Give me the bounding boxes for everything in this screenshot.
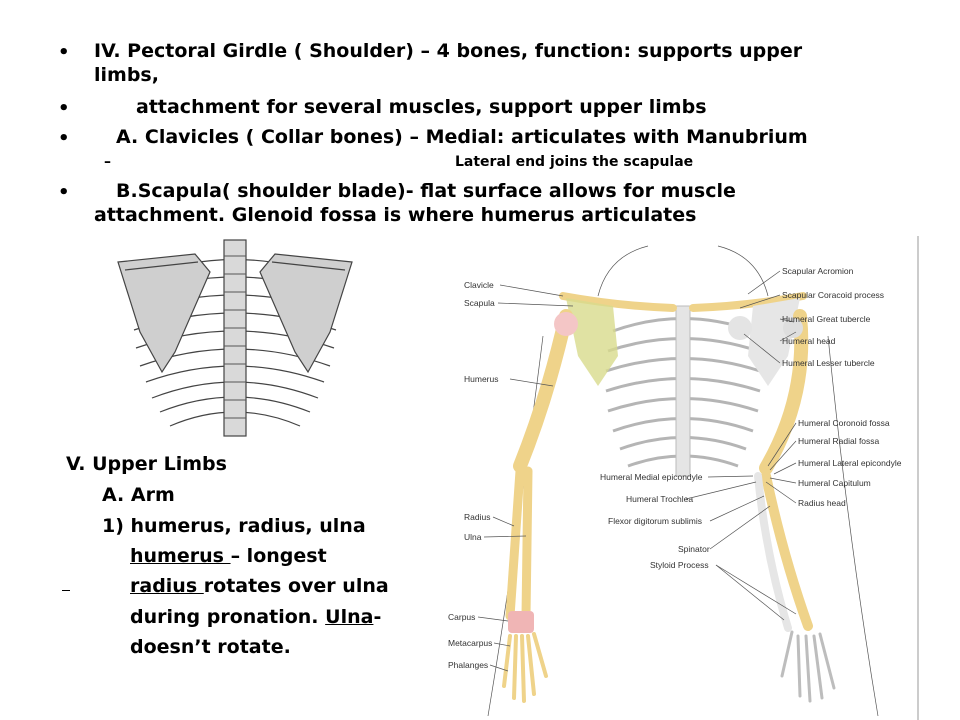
radius-desc: rotates over ulna — [203, 575, 389, 597]
clavicles-sub-dash: – — [104, 154, 111, 170]
label-metacarpus: Metacarpus — [448, 638, 492, 648]
radius-term: radius — [130, 575, 204, 597]
bullet-marker: • — [58, 42, 70, 63]
label-coracoid-process: Scapular Coracoid process — [782, 290, 884, 300]
radius-line: radius rotates over ulna — [130, 575, 389, 597]
bullet-marker: • — [58, 128, 70, 149]
label-medial-epicondyle: Humeral Medial epicondyle — [600, 472, 703, 482]
pronation-dash: - — [373, 606, 382, 628]
label-humerus: Humerus — [464, 374, 498, 384]
pronation-line: during pronation. Ulna- — [130, 606, 381, 628]
label-phalanges: Phalanges — [448, 660, 488, 670]
label-spinator: Spinator — [678, 544, 710, 554]
upper-limbs-heading: V. Upper Limbs — [66, 453, 227, 475]
posterior-thorax-illustration — [100, 232, 370, 442]
underline-mark — [62, 590, 70, 591]
label-clavicle: Clavicle — [464, 280, 494, 290]
label-coronoid-fossa: Humeral Coronoid fossa — [798, 418, 890, 428]
label-carpus: Carpus — [448, 612, 475, 622]
ulna-rotate-line: doesn’t rotate. — [130, 636, 291, 658]
pronation-text: during pronation. — [130, 606, 326, 628]
clavicles-line: A. Clavicles ( Collar bones) – Medial: a… — [116, 126, 808, 148]
label-great-tubercle: Humeral Great tubercle — [782, 314, 871, 324]
label-lesser-tubercle: Humeral Lesser tubercle — [782, 358, 875, 368]
label-styloid-process: Styloid Process — [650, 560, 709, 570]
label-lateral-epicondyle: Humeral Lateral epicondyle — [798, 458, 902, 468]
arm-subheading: A. Arm — [102, 484, 175, 506]
upper-limb-skeleton-diagram: Clavicle Scapula Humerus Radius Ulna Car… — [448, 236, 922, 720]
label-radial-fossa: Humeral Radial fossa — [798, 436, 880, 446]
label-capitulum: Humeral Capitulum — [798, 478, 871, 488]
scapula-line1: B.Scapula( shoulder blade)- flat surface… — [116, 180, 736, 202]
arm-bones-line: 1) humerus, radius, ulna — [102, 515, 366, 537]
pectoral-girdle-line1: IV. Pectoral Girdle ( Shoulder) – 4 bone… — [94, 40, 803, 62]
humerus-desc: – longest — [230, 545, 327, 567]
label-ulna: Ulna — [464, 532, 482, 542]
label-humeral-head: Humeral head — [782, 336, 836, 346]
attachment-line: attachment for several muscles, support … — [136, 96, 707, 118]
label-radius-head: Radius head — [798, 498, 846, 508]
label-scapular-acromion: Scapular Acromion — [782, 266, 854, 276]
ulna-term: Ulna — [325, 606, 374, 628]
pectoral-girdle-line2: limbs, — [94, 64, 159, 86]
humerus-line: humerus – longest — [130, 545, 327, 567]
humerus-term: humerus — [130, 545, 231, 567]
bullet-marker: • — [58, 98, 70, 119]
label-trochlea: Humeral Trochlea — [626, 494, 693, 504]
bullet-marker: • — [58, 182, 70, 203]
label-scapula: Scapula — [464, 298, 495, 308]
scapula-line2: attachment. Glenoid fossa is where humer… — [94, 204, 697, 226]
label-flexor-digitorum: Flexor digitorum sublimis — [608, 516, 702, 526]
label-radius: Radius — [464, 512, 490, 522]
clavicles-sub-line: Lateral end joins the scapulae — [455, 154, 694, 170]
